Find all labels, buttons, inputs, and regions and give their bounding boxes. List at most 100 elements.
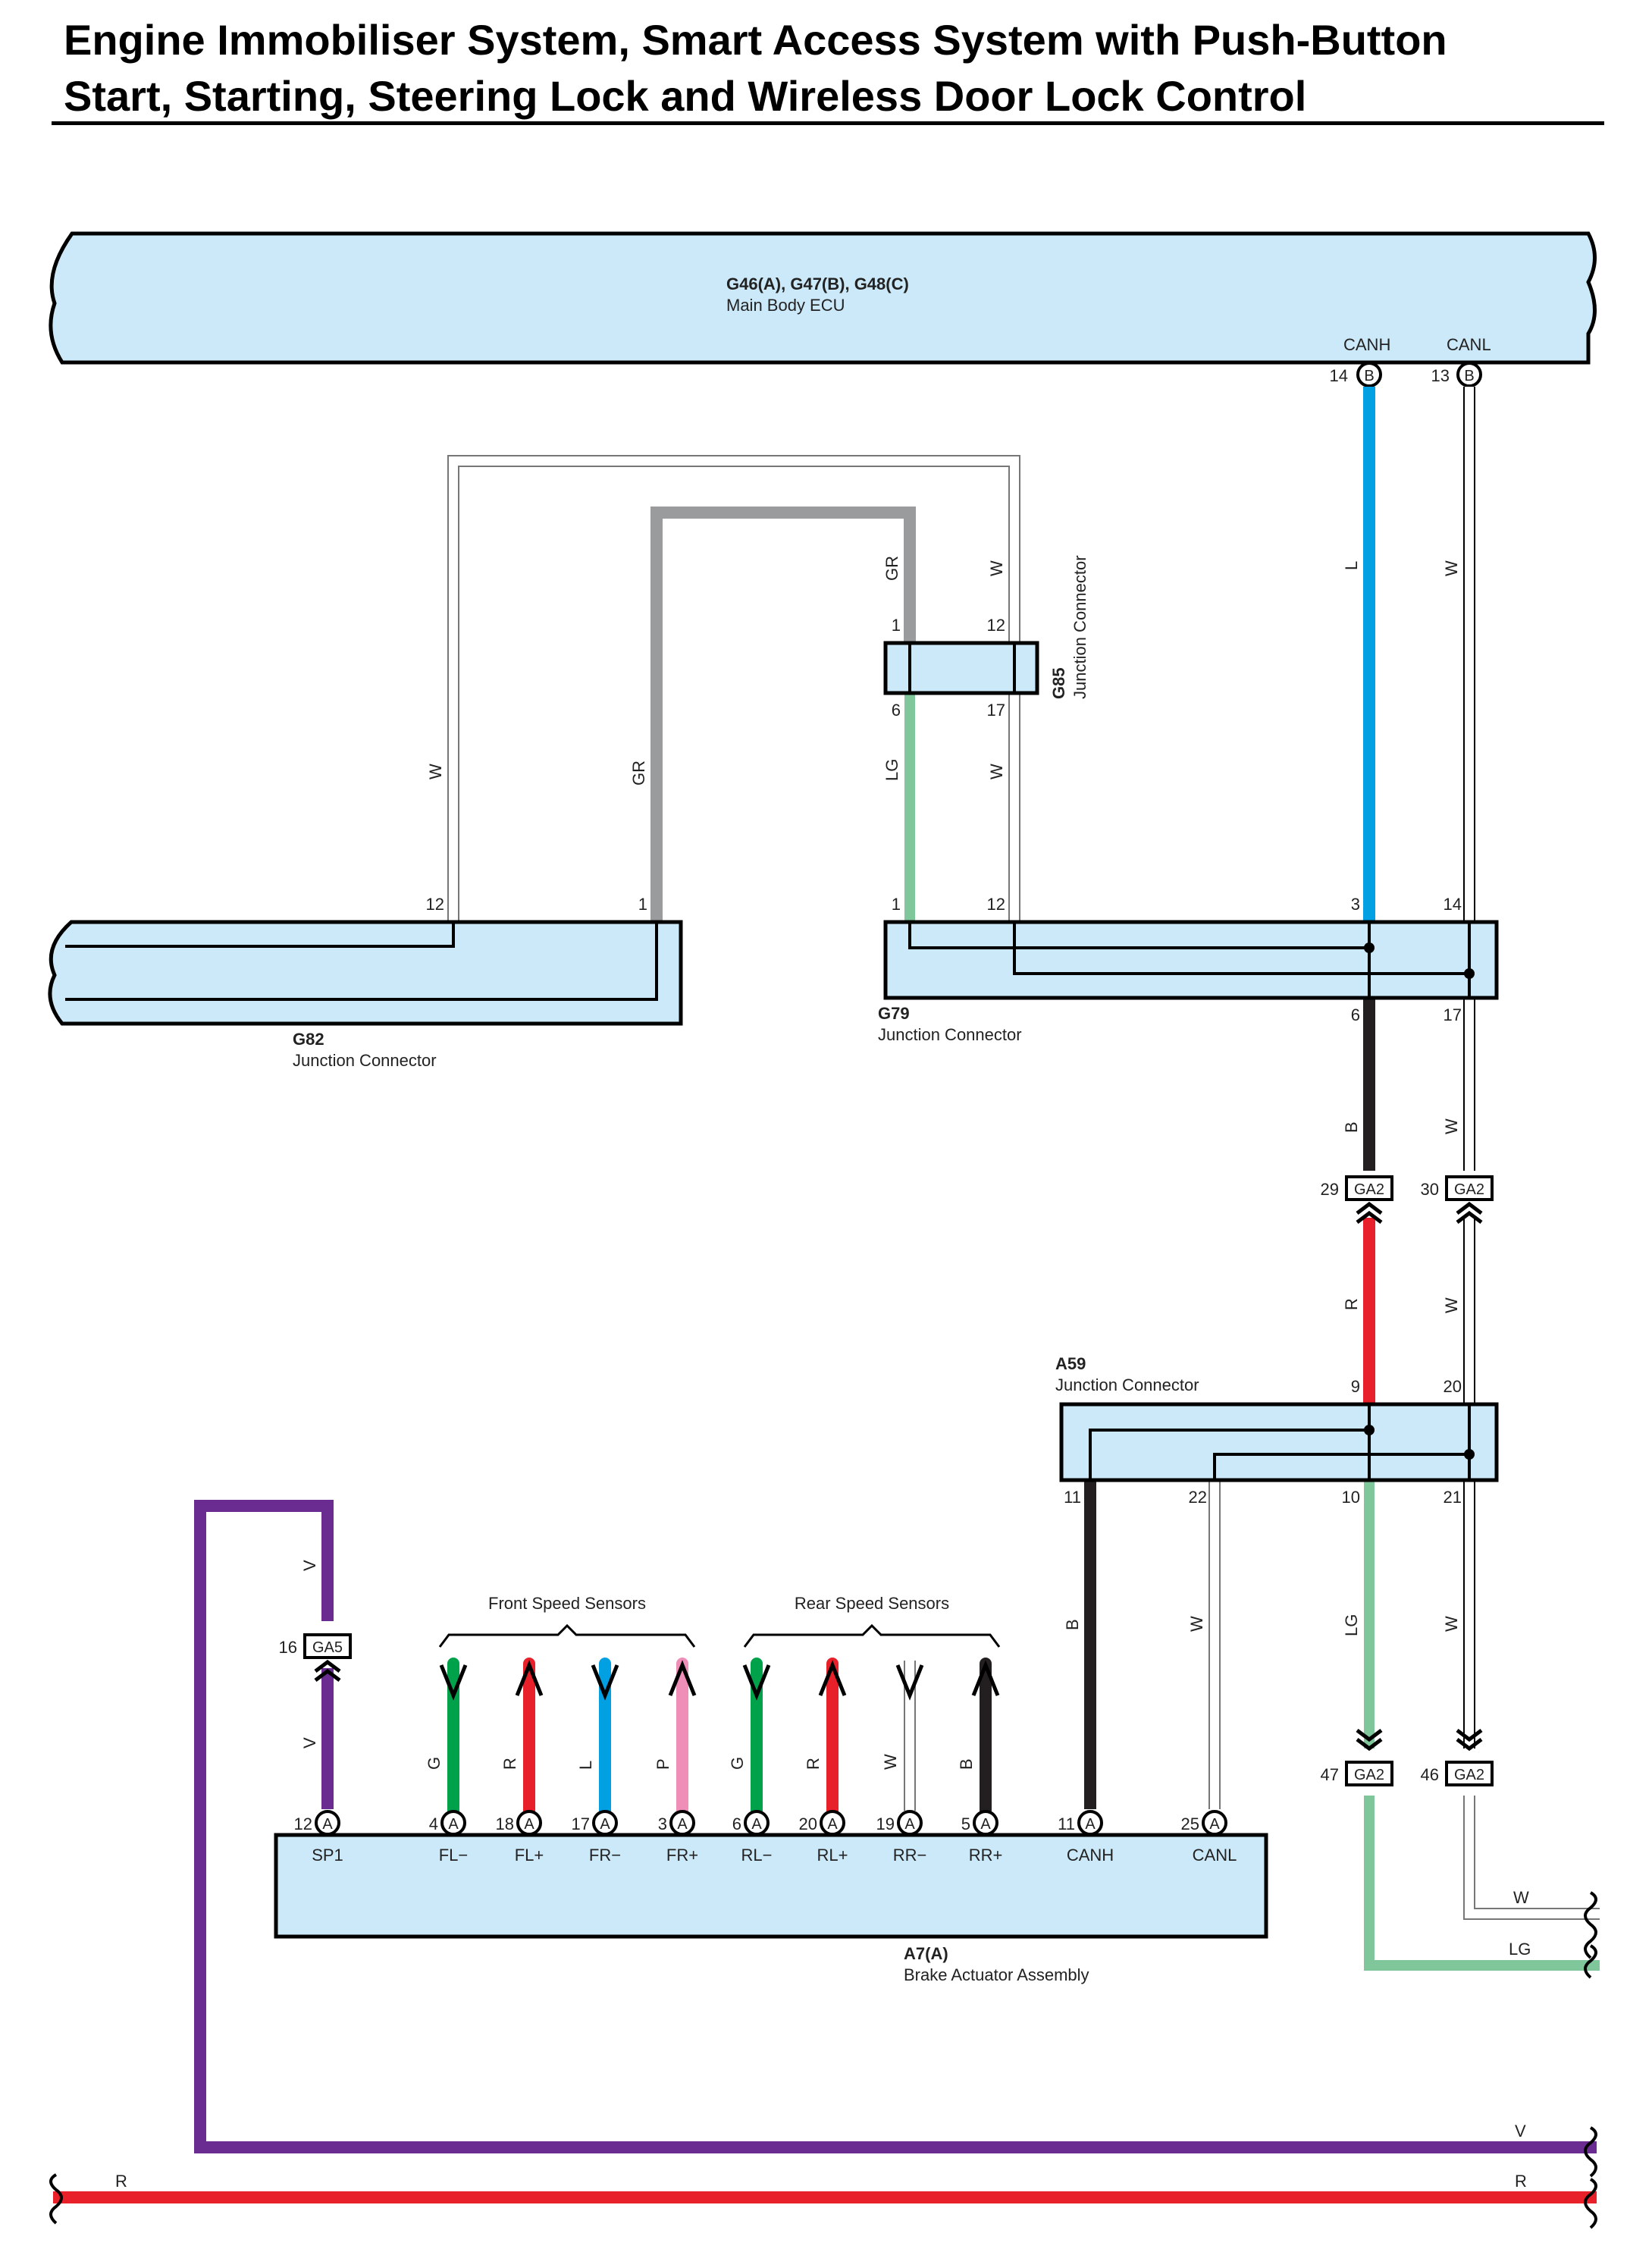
a7-pin-conn: A xyxy=(600,1816,610,1833)
code-v-top: V xyxy=(300,1560,319,1571)
a7-pin-label: RR+ xyxy=(969,1846,1003,1865)
svg-text:GA2: GA2 xyxy=(1454,1767,1484,1783)
g85-name: Junction Connector xyxy=(1071,555,1089,699)
sensor-wire-rl: R xyxy=(804,1658,847,1817)
connector-ga2-47: GA2 47 xyxy=(1321,1729,1393,1786)
code-gr-top: GR xyxy=(882,556,901,581)
svg-text:6: 6 xyxy=(1351,1005,1360,1024)
code-b-g79: B xyxy=(1342,1121,1361,1133)
code-gr-g82: GR xyxy=(629,761,648,786)
wire-v-loop xyxy=(194,1500,1597,2153)
front-speed-sensors-group: Front Speed Sensors xyxy=(438,1594,696,1648)
svg-text:GA2: GA2 xyxy=(1454,1181,1484,1198)
svg-text:29: 29 xyxy=(1321,1180,1339,1199)
svg-text:1: 1 xyxy=(892,616,901,635)
svg-text:6: 6 xyxy=(892,701,901,720)
a7-pin-label: FL− xyxy=(439,1846,469,1865)
a7-pin-number: 18 xyxy=(496,1814,514,1833)
a7-pin-label: CANL xyxy=(1193,1846,1237,1865)
g79-name: Junction Connector xyxy=(878,1025,1022,1044)
sensor-wire-rr: W xyxy=(881,1661,924,1811)
a7-pin-number: 25 xyxy=(1181,1814,1199,1833)
connector-ga2-46: GA2 46 xyxy=(1421,1729,1494,1786)
a7-pin-conn: A xyxy=(677,1816,688,1833)
a7-pin-conn: A xyxy=(1085,1816,1096,1833)
a7-pin-number: 20 xyxy=(799,1814,817,1833)
code-w-canl2: W xyxy=(1187,1616,1206,1632)
rear-speed-sensors-group: Rear Speed Sensors xyxy=(743,1594,1001,1648)
svg-text:21: 21 xyxy=(1444,1488,1462,1507)
svg-text:20: 20 xyxy=(1444,1377,1462,1396)
a7-pin-label: FR− xyxy=(589,1846,621,1865)
connector-ga2-29: GA2 29 xyxy=(1321,1175,1393,1224)
svg-text:14: 14 xyxy=(1444,895,1462,914)
svg-text:13: 13 xyxy=(1431,366,1450,385)
code-v-sp1: V xyxy=(300,1737,319,1749)
sensor-wire-code: R xyxy=(804,1758,823,1770)
code-lg-ga2: LG xyxy=(1342,1614,1361,1636)
a7-pin-number: 12 xyxy=(294,1814,312,1833)
sensor-wire-code: L xyxy=(576,1761,595,1770)
svg-text:14: 14 xyxy=(1330,366,1348,385)
svg-text:B: B xyxy=(1364,368,1374,384)
sensor-wire-code: B xyxy=(957,1758,976,1770)
junction-connector-g82: G82 Junction Connector 12 1 xyxy=(48,895,683,1070)
a7-pin-label: RL+ xyxy=(817,1846,848,1865)
sensor-wire-fr: L xyxy=(576,1658,619,1817)
sensor-wire-code: G xyxy=(728,1757,747,1770)
a7-pin-number: 3 xyxy=(658,1814,667,1833)
a7-pin-conn: A xyxy=(827,1816,838,1833)
g82-id: G82 xyxy=(293,1030,324,1049)
a7-pin-conn: A xyxy=(904,1816,915,1833)
main-body-ecu: G46(A), G47(B), G48(C) Main Body ECU CAN… xyxy=(49,231,1597,365)
title-line-1: Engine Immobiliser System, Smart Access … xyxy=(64,16,1447,64)
svg-text:3: 3 xyxy=(1351,895,1360,914)
a59-name: Junction Connector xyxy=(1055,1375,1199,1394)
svg-text:1: 1 xyxy=(638,895,647,914)
code-b-canh: B xyxy=(1063,1619,1082,1630)
code-r-left: R xyxy=(115,2172,127,2191)
svg-text:17: 17 xyxy=(1444,1005,1462,1024)
code-w-g79: W xyxy=(1442,1118,1461,1134)
wire-w-g82-g85 xyxy=(447,455,1020,921)
a7-pin-label: FL+ xyxy=(515,1846,544,1865)
junction-connector-g85: 1 12 6 17 G85 Junction Connector xyxy=(883,555,1089,720)
a7-pin-conn: A xyxy=(751,1816,762,1833)
a7-pin-number: 17 xyxy=(572,1814,590,1833)
svg-text:9: 9 xyxy=(1351,1377,1360,1396)
code-lg-g85: LG xyxy=(882,759,901,781)
a7-pin-number: 4 xyxy=(429,1814,438,1833)
svg-text:GA2: GA2 xyxy=(1354,1181,1384,1198)
g79-id: G79 xyxy=(878,1004,910,1023)
svg-text:12: 12 xyxy=(987,616,1005,635)
g82-name: Junction Connector xyxy=(293,1051,437,1070)
a7-pin-conn: A xyxy=(980,1816,991,1833)
sensor-wire-code: G xyxy=(425,1757,444,1770)
ecu-canh-label: CANH xyxy=(1343,335,1390,354)
svg-text:12: 12 xyxy=(987,895,1005,914)
junction-connector-g79: 1 12 3 14 6 17 G79 Junction Connector xyxy=(878,895,1499,1044)
sensor-wire-code: R xyxy=(500,1758,519,1770)
wire-gr-g82-g85 xyxy=(650,507,916,921)
title-line-2: Start, Starting, Steering Lock and Wirel… xyxy=(64,72,1307,120)
brake-actuator-pins: A12SP1A4FL−A18FL+A17FR−A3FR+A6RL−A20RL+A… xyxy=(294,1810,1237,1865)
code-r-a59: R xyxy=(1342,1298,1361,1310)
a7-pin-number: 11 xyxy=(1058,1814,1075,1833)
a7-pin-label: SP1 xyxy=(312,1846,343,1865)
wire-code-labels: L W GR W W GR LG W B W R W B W LG W V V … xyxy=(115,556,1531,2191)
a7-pin-label: FR+ xyxy=(666,1846,698,1865)
svg-text:GA5: GA5 xyxy=(312,1639,343,1656)
page-title: Engine Immobiliser System, Smart Access … xyxy=(64,12,1625,124)
a7-name: Brake Actuator Assembly xyxy=(904,1965,1089,1984)
svg-text:B: B xyxy=(1464,368,1474,384)
svg-text:GA2: GA2 xyxy=(1354,1767,1384,1783)
